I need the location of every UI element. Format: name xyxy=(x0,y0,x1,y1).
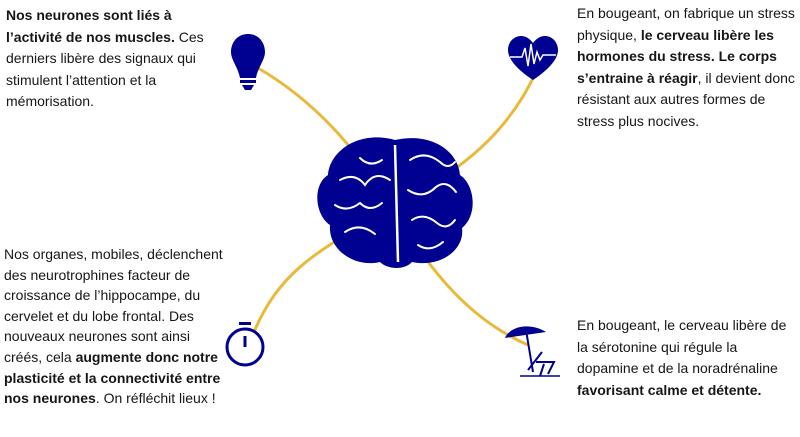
text-neuro-end: . On réfléchit lieux ! xyxy=(95,390,216,407)
text-neuro-intro: Nos organes, mobiles, déclenchent des ne… xyxy=(4,246,223,365)
stopwatch-icon xyxy=(225,322,265,367)
brain-icon xyxy=(317,137,473,268)
beach-umbrella-icon xyxy=(505,326,560,377)
text-muscles-bold: Nos neurones sont liés à l’activité de n… xyxy=(6,7,175,45)
text-stress-end: , il devient donc résistant aux autres f… xyxy=(577,69,795,129)
text-stress: En bougeant, on fabrique un stress physi… xyxy=(577,3,797,133)
heartbeat-icon xyxy=(508,36,558,80)
text-neurotrophines: Nos organes, mobiles, déclenchent des ne… xyxy=(4,244,229,409)
text-stress-bold: le cerveau libère les hormones du stress… xyxy=(577,26,777,86)
text-calm: En bougeant, le cerveau libère de la sér… xyxy=(577,315,787,401)
text-stress-intro: En bougeant, on fabrique un stress physi… xyxy=(577,5,795,43)
text-muscles: Nos neurones sont liés à l’activité de n… xyxy=(6,5,206,113)
text-calm-bold: favorisant calme et détente. xyxy=(577,381,762,398)
text-calm-intro: En bougeant, le cerveau libère de la sér… xyxy=(577,317,787,377)
text-muscles-body: Ces derniers libère des signaux qui stim… xyxy=(6,28,204,110)
lightbulb-icon xyxy=(231,34,265,90)
text-neuro-bold: augmente donc notre plasticité et la con… xyxy=(4,348,221,407)
